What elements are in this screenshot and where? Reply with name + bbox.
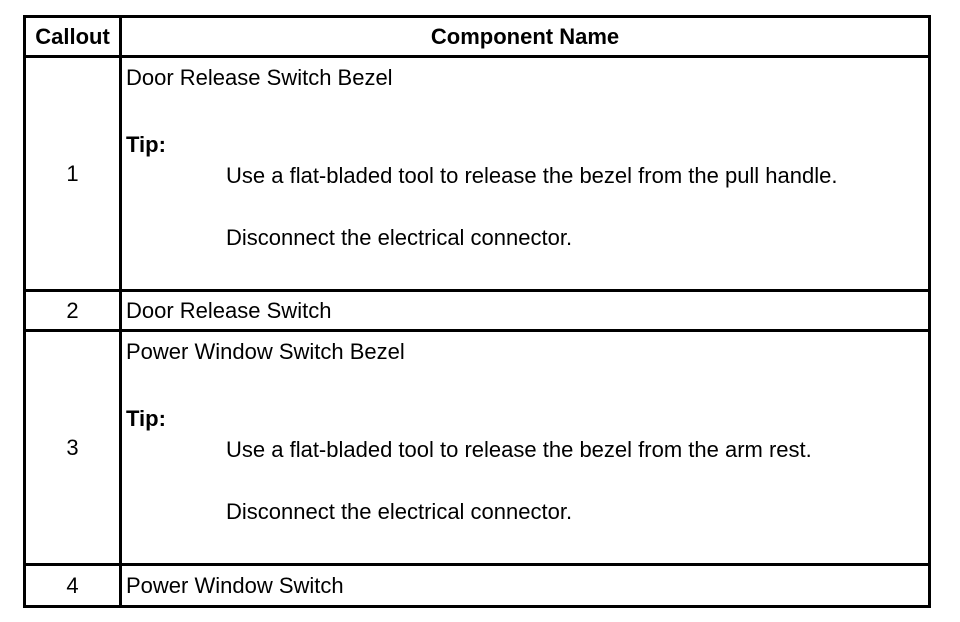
tip-step: Use a flat-bladed tool to release the be… (226, 163, 838, 188)
component-cell-4: Power Window Switch (126, 573, 344, 598)
tip-label: Tip: (126, 406, 166, 431)
callout-cell-2: 2 (26, 292, 122, 332)
tip-step: Disconnect the electrical connector. (226, 499, 573, 524)
tip-step: Disconnect the electrical connector. (226, 225, 573, 250)
header-callout: Callout (26, 18, 122, 58)
component-cell-3: Power Window Switch Bezel Tip: Use a fla… (122, 332, 928, 566)
callout-cell-4: 4 (26, 566, 122, 606)
callout-cell-3: 3 (26, 332, 122, 566)
component-cell-2: Door Release Switch (122, 292, 928, 332)
component-table: Callout Component Name 1 Door Release Sw… (23, 15, 931, 608)
component-name: Door Release Switch Bezel (126, 65, 393, 90)
tip-step: Use a flat-bladed tool to release the be… (226, 437, 812, 462)
tip-label: Tip: (126, 132, 166, 157)
component-cell-1: Door Release Switch Bezel Tip: Use a fla… (122, 58, 928, 292)
callout-cell-1: 1 (26, 58, 122, 292)
component-name: Power Window Switch Bezel (126, 339, 405, 364)
header-component-name: Component Name (122, 18, 928, 58)
